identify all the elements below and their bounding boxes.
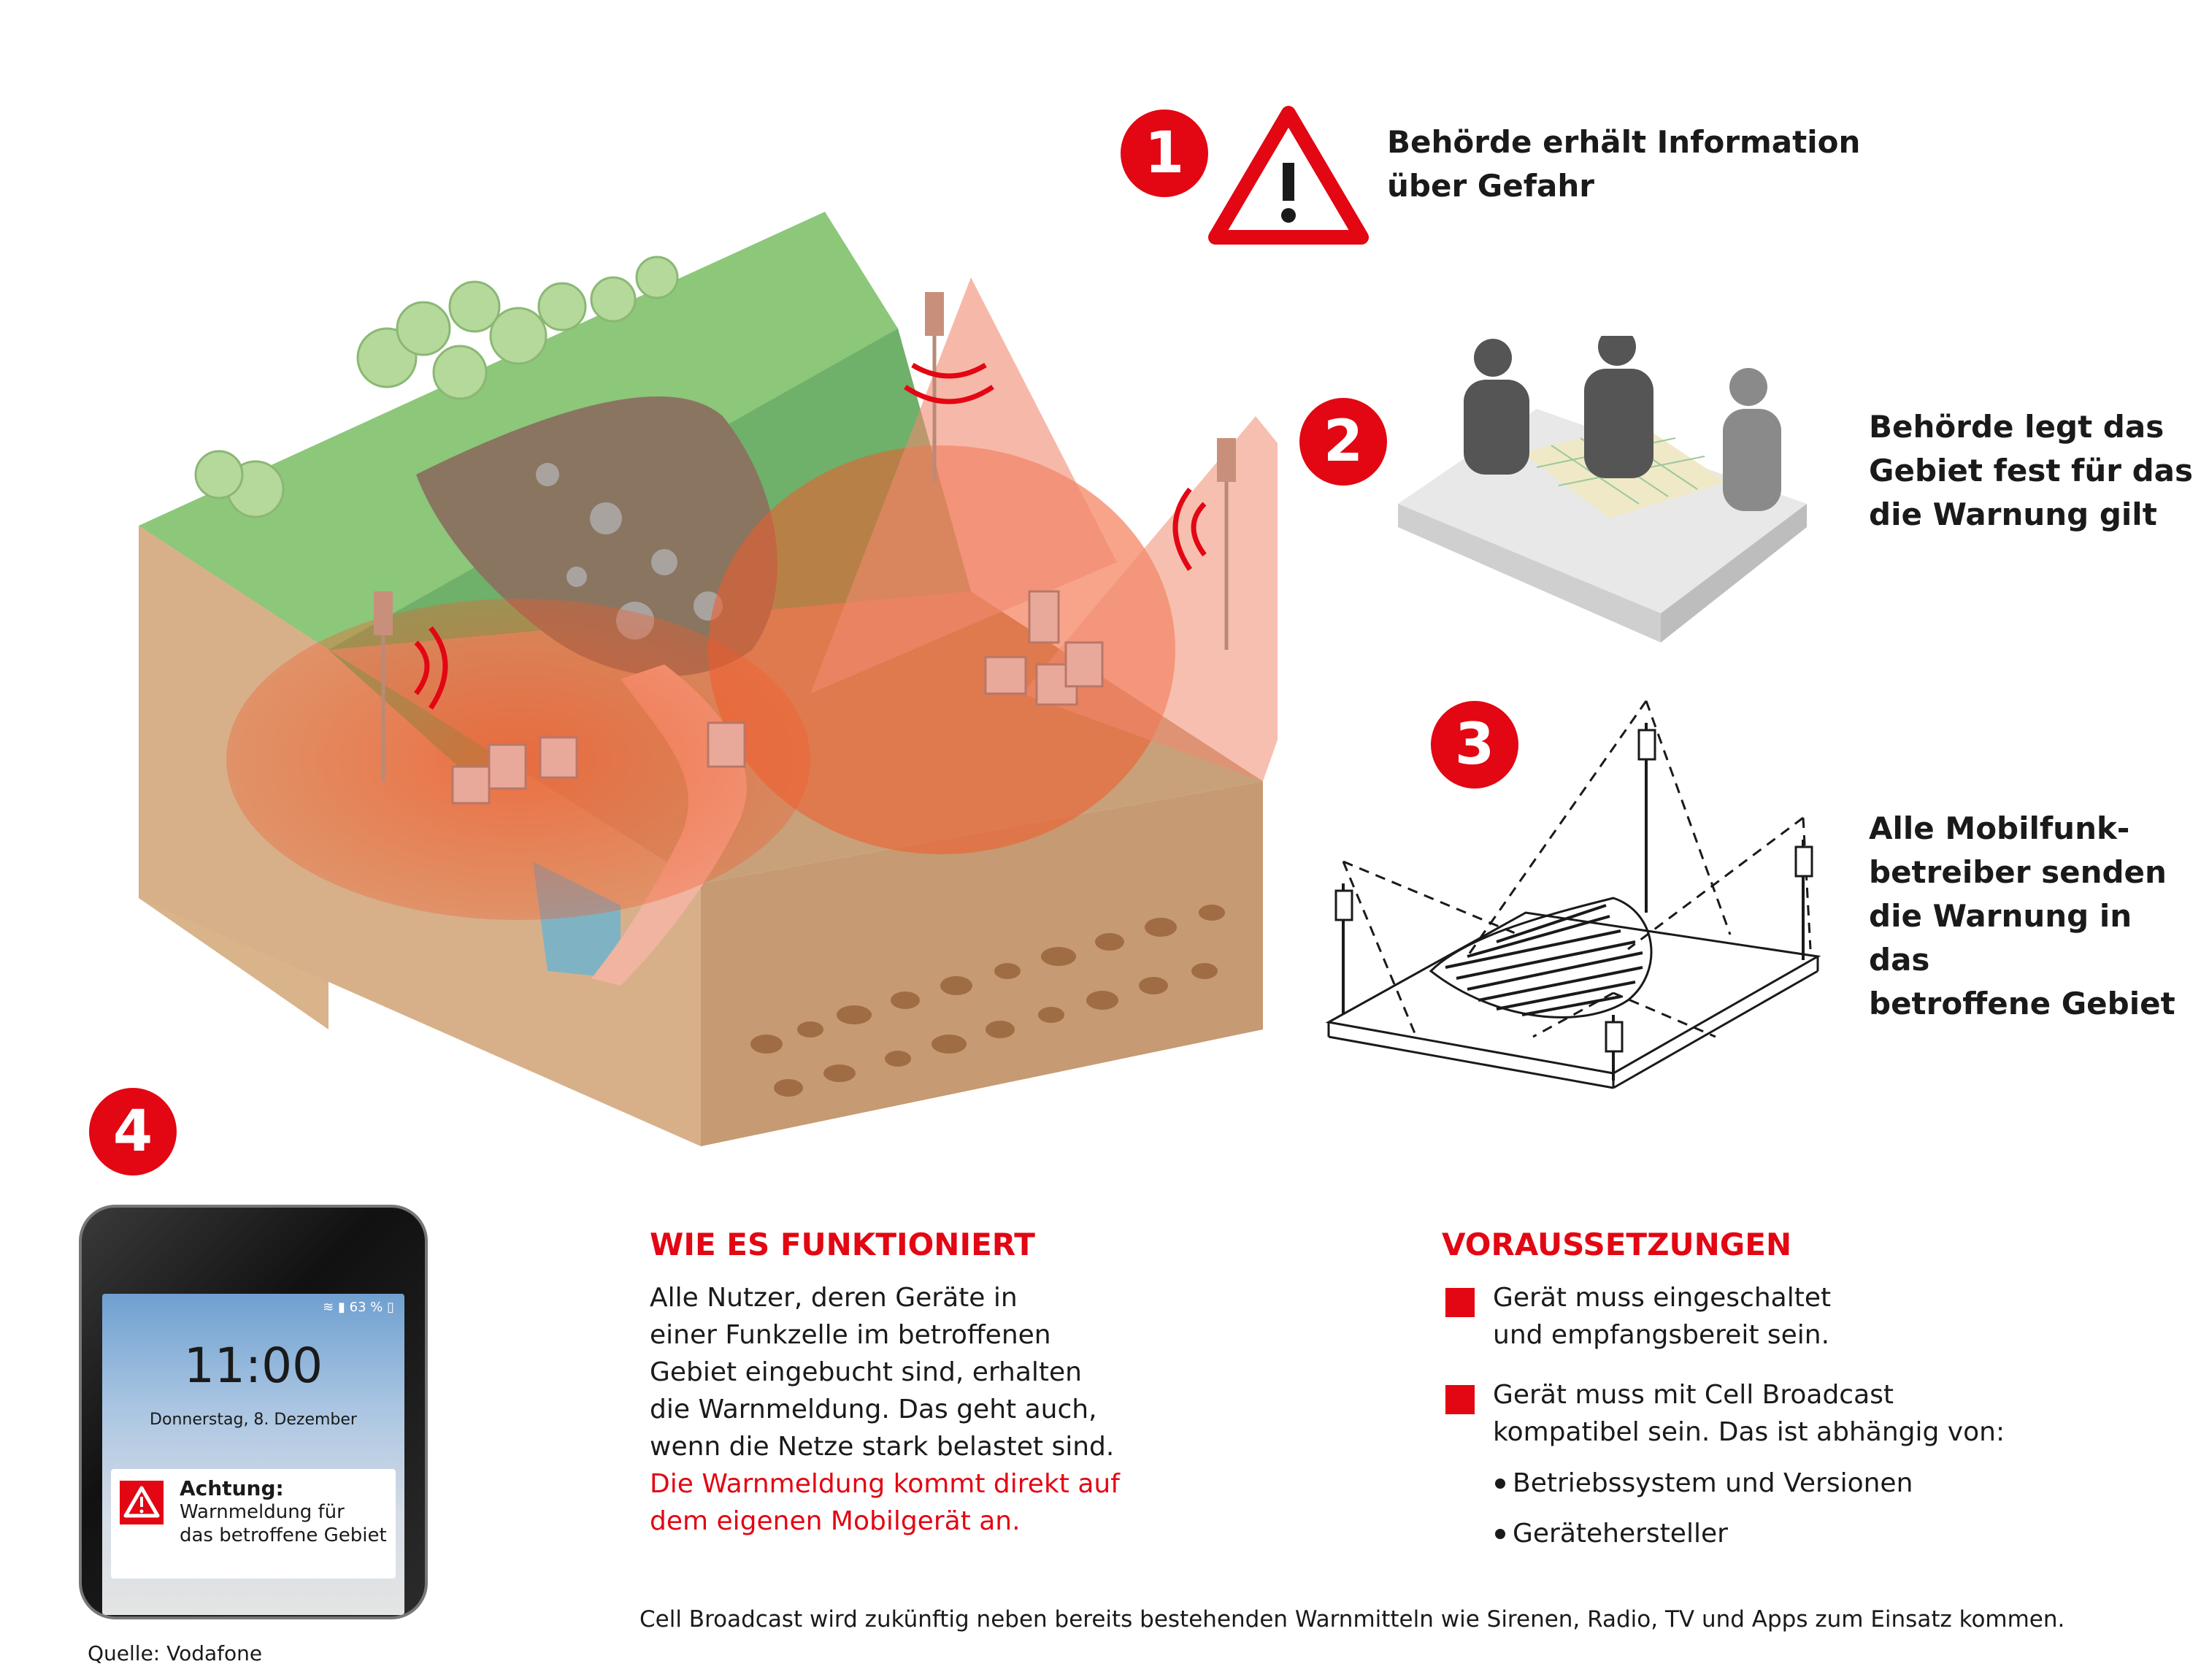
battery-icon: ▯ xyxy=(387,1300,394,1315)
notification-title: Achtung: xyxy=(180,1476,284,1500)
people-at-table-illustration xyxy=(1398,336,1807,643)
step-2-text: Behörde legt das Gebiet fest für das die… xyxy=(1869,409,2193,532)
smartphone-illustration: ≋ ▮ 63 % ▯ 11:00 Donnerstag, 8. Dezember… xyxy=(79,1205,428,1619)
sub-item-1: Betriebssystem und Versionen xyxy=(1513,1468,1913,1498)
sub-bullet-1 xyxy=(1495,1478,1505,1489)
landslide-illustration xyxy=(139,212,1278,1146)
phone-screen: ≋ ▮ 63 % ▯ 11:00 Donnerstag, 8. Dezember… xyxy=(102,1294,404,1615)
requirement-1: Gerät muss eingeschaltet und empfangsber… xyxy=(1493,1283,1832,1350)
requirement-bullet-2 xyxy=(1445,1385,1475,1414)
how-it-works-heading: WIE ES FUNKTIONIERT xyxy=(650,1227,1035,1262)
step-badge-3: 3 xyxy=(1431,701,1518,789)
step-badge-1: 1 xyxy=(1121,110,1208,197)
warning-notification[interactable]: Achtung: Warnmeldung für das betroffene … xyxy=(111,1469,396,1579)
requirement-2: Gerät muss mit Cell Broadcast kompatibel… xyxy=(1493,1380,2005,1447)
footer-note: Cell Broadcast wird zukünftig neben bere… xyxy=(639,1606,2065,1633)
warning-triangle-icon xyxy=(120,1481,164,1524)
status-bar: ≋ ▮ 63 % ▯ xyxy=(323,1300,394,1315)
cell-coverage-diagram xyxy=(1325,700,1821,1089)
requirements-heading: VORAUSSETZUNGEN xyxy=(1442,1227,1792,1262)
step-1-text: Behörde erhält Information über Gefahr xyxy=(1387,124,1861,204)
sub-item-2: Gerätehersteller xyxy=(1513,1519,1728,1549)
sub-bullet-2 xyxy=(1495,1529,1505,1539)
step-3-text: Alle Mobilfunk- betreiber senden die War… xyxy=(1869,810,2175,1021)
phone-time: 11:00 xyxy=(183,1338,323,1394)
step-badge-4: 4 xyxy=(89,1088,177,1175)
warning-triangle-icon xyxy=(1208,106,1369,245)
wifi-icon: ≋ ▮ xyxy=(323,1300,345,1315)
how-it-works-text: Alle Nutzer, deren Geräte in einer Funkz… xyxy=(650,1283,1120,1536)
step-badge-2: 2 xyxy=(1299,398,1387,486)
notification-line-2: das betroffene Gebiet xyxy=(180,1524,387,1546)
source-label: Quelle: Vodafone xyxy=(88,1641,263,1665)
requirement-bullet-1 xyxy=(1445,1288,1475,1317)
battery-level: 63 % xyxy=(349,1300,383,1315)
notification-line-1: Warnmeldung für xyxy=(180,1501,345,1523)
phone-date: Donnerstag, 8. Dezember xyxy=(150,1411,357,1429)
